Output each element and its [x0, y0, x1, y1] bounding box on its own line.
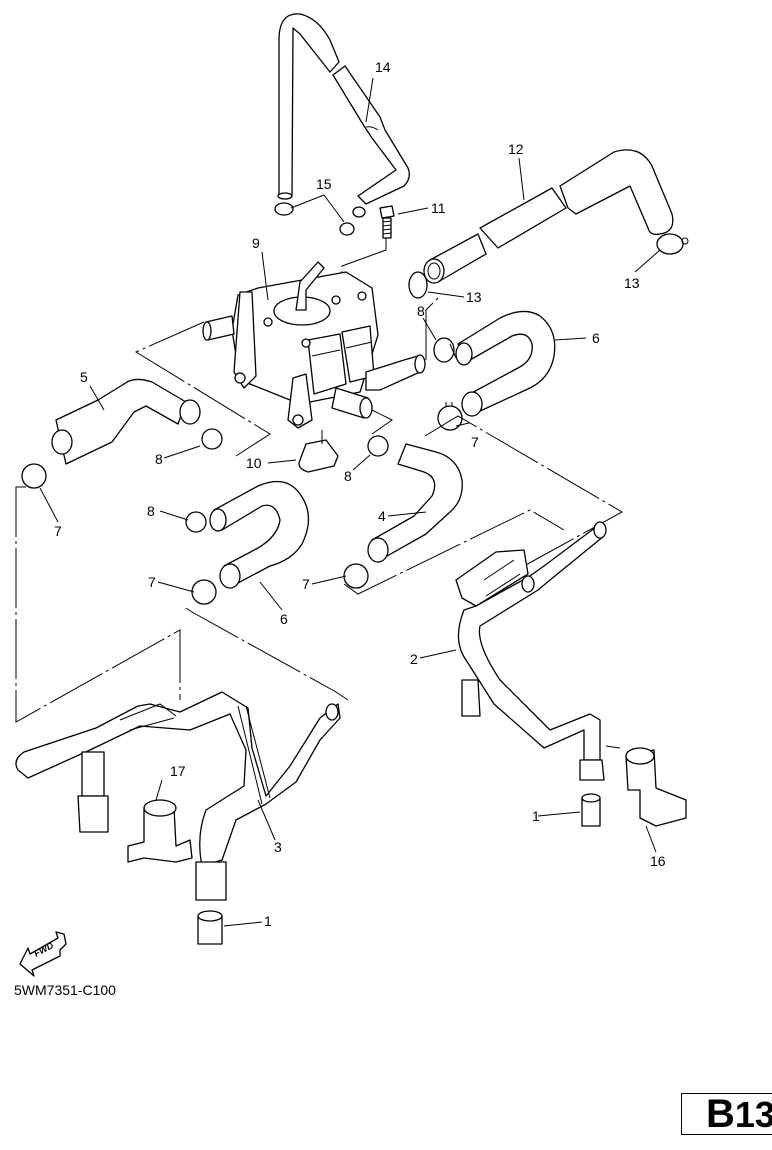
callout-13-right: 13 — [624, 275, 640, 291]
part-12-long-hose — [423, 149, 674, 284]
callout-14: 14 — [375, 59, 391, 75]
callout-3: 3 — [274, 839, 282, 855]
part-16-holder — [625, 747, 687, 827]
part-8-clamp-mid-left — [201, 428, 223, 450]
callout-17: 17 — [170, 763, 186, 779]
callout-13-left: 13 — [466, 289, 482, 305]
part-7-clamp-left — [21, 463, 47, 489]
callout-8-mid: 8 — [344, 468, 352, 484]
callout-labels: 14 15 11 9 12 13 13 8 6 5 8 10 7 7 8 8 4… — [54, 59, 666, 929]
page-tag-letter: B — [706, 1093, 735, 1135]
part-8-clamp-upper — [433, 337, 457, 363]
part-15-clips — [274, 202, 355, 236]
callout-7-left: 7 — [54, 523, 62, 539]
callout-9: 9 — [252, 235, 260, 251]
callout-11: 11 — [431, 200, 446, 216]
page-tag-number: 13 — [734, 1094, 772, 1135]
callout-7-mid: 7 — [302, 576, 310, 592]
part-11-bolt — [341, 205, 395, 282]
part-9-air-cut-valve — [202, 261, 439, 429]
callout-6-upper: 6 — [592, 330, 600, 346]
part-5-bent-hose — [51, 378, 201, 465]
part-7-clamp-mid — [343, 563, 369, 589]
callout-2: 2 — [410, 651, 418, 667]
part-3-left-pipe — [15, 691, 341, 901]
leader-lines — [39, 77, 661, 927]
guide-line-lower — [185, 607, 349, 701]
callout-5: 5 — [80, 369, 88, 385]
part-8-clamp-lower-left — [185, 511, 207, 533]
fwd-arrow-icon: FWD — [19, 931, 67, 977]
callout-12: 12 — [508, 141, 524, 157]
part-8-clamp-mid — [367, 435, 389, 457]
guide-line-upper-right — [424, 415, 624, 567]
guide-line-part-4 — [343, 509, 565, 595]
part-2-right-pipe — [455, 521, 621, 781]
callout-1-left: 1 — [264, 913, 272, 929]
part-code: 5WM7351-C100 — [14, 982, 116, 998]
page-tag: B13 — [681, 1093, 772, 1135]
guide-line-upper-left — [134, 321, 271, 457]
part-1-joint-left — [197, 910, 223, 945]
part-17-holder — [127, 799, 193, 863]
callout-8-upper: 8 — [417, 303, 425, 319]
callout-1-right: 1 — [532, 808, 540, 824]
part-4-bent-hose — [367, 443, 463, 563]
part-7-clamp-lower-left — [191, 579, 217, 605]
callout-4: 4 — [378, 508, 386, 524]
callout-6-lower: 6 — [280, 611, 288, 627]
callout-10: 10 — [246, 455, 262, 471]
callout-8-lower-left: 8 — [147, 503, 155, 519]
callout-7-upper-right: 7 — [471, 434, 479, 450]
part-6-u-hose-upper — [455, 310, 556, 417]
part-6-u-hose-lower — [209, 480, 310, 589]
callout-15: 15 — [316, 176, 332, 192]
part-1-joint-right — [581, 793, 601, 827]
callout-7-lower-left: 7 — [148, 574, 156, 590]
guide-line-left — [15, 486, 181, 723]
part-14-breather-hose — [277, 13, 410, 218]
callout-16: 16 — [650, 853, 666, 869]
part-10-bracket — [298, 430, 339, 473]
part-13-clips — [408, 233, 689, 299]
guide-line-mid — [371, 409, 393, 435]
callout-8-left: 8 — [155, 451, 163, 467]
